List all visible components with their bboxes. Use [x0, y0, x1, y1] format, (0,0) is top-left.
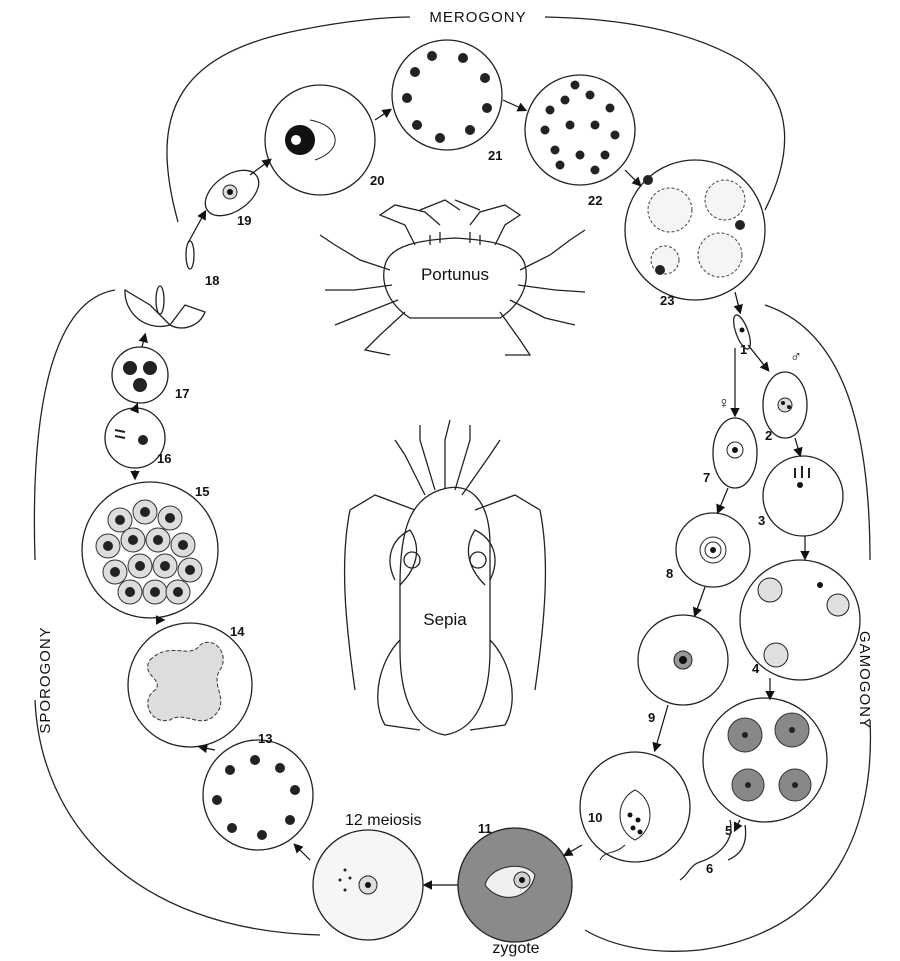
- stage-1-label: 1: [740, 342, 747, 357]
- stage-16-cell: [105, 408, 165, 468]
- cuttlefish-sepia-drawing: [345, 420, 546, 735]
- stage-23-label: 23: [660, 293, 674, 308]
- stage-4-label: 4: [752, 661, 760, 676]
- stage-15-label: 15: [195, 484, 209, 499]
- cuttlefish-host-label: Sepia: [423, 610, 467, 629]
- stage-9-cell: [638, 615, 728, 705]
- stage-18-spore-opening: [125, 241, 205, 328]
- stage-3-cell: [763, 456, 843, 536]
- stage-18-label: 18: [205, 273, 219, 288]
- stage-22-cell: [525, 75, 635, 185]
- sporogony-label: SPOROGONY: [37, 626, 54, 733]
- stage-23-cell: [625, 160, 765, 300]
- gamogony-label: GAMOGONY: [856, 631, 873, 729]
- stage-10-label: 10: [588, 810, 602, 825]
- stage-10-cell: [580, 752, 690, 862]
- stage-14-cell: [128, 623, 252, 747]
- stage-17-label: 17: [175, 386, 189, 401]
- stage-22-label: 22: [588, 193, 602, 208]
- stage-20-cell: [265, 85, 375, 195]
- stage-17-cell: [112, 347, 168, 403]
- stage-5-cell: [703, 698, 827, 822]
- stage-9-label: 9: [648, 710, 655, 725]
- stage-16-label: 16: [157, 451, 171, 466]
- stage-21-label: 21: [488, 148, 502, 163]
- stage-3-label: 3: [758, 513, 765, 528]
- stage-14-label: 14: [230, 624, 245, 639]
- stage-11-label: 11: [478, 821, 492, 836]
- female-symbol: ♀: [718, 395, 730, 412]
- stage-20-label: 20: [370, 173, 384, 188]
- stage-2-label: 2: [765, 428, 772, 443]
- stage-13-label: 13: [258, 731, 272, 746]
- stage-13-cell: [203, 740, 313, 850]
- stage-6-label: 6: [706, 861, 713, 876]
- merogony-label: MEROGONY: [429, 9, 526, 26]
- stage-8-label: 8: [666, 566, 673, 581]
- stage-11-zygote-cell: [458, 828, 572, 942]
- stage-19-label: 19: [237, 213, 251, 228]
- stage-12-label: 12 meiosis: [345, 812, 421, 829]
- stage-15-cell: [82, 482, 218, 618]
- stage-12-meiosis-cell: [313, 830, 423, 940]
- stage-21-cell: [392, 40, 502, 150]
- stage-7-label: 7: [703, 470, 710, 485]
- stage-7-cell: [713, 418, 757, 488]
- zygote-label: zygote: [492, 940, 539, 957]
- crab-host-label: Portunus: [421, 265, 489, 284]
- stage-8-cell: [676, 513, 750, 587]
- male-symbol: ♂: [790, 349, 802, 366]
